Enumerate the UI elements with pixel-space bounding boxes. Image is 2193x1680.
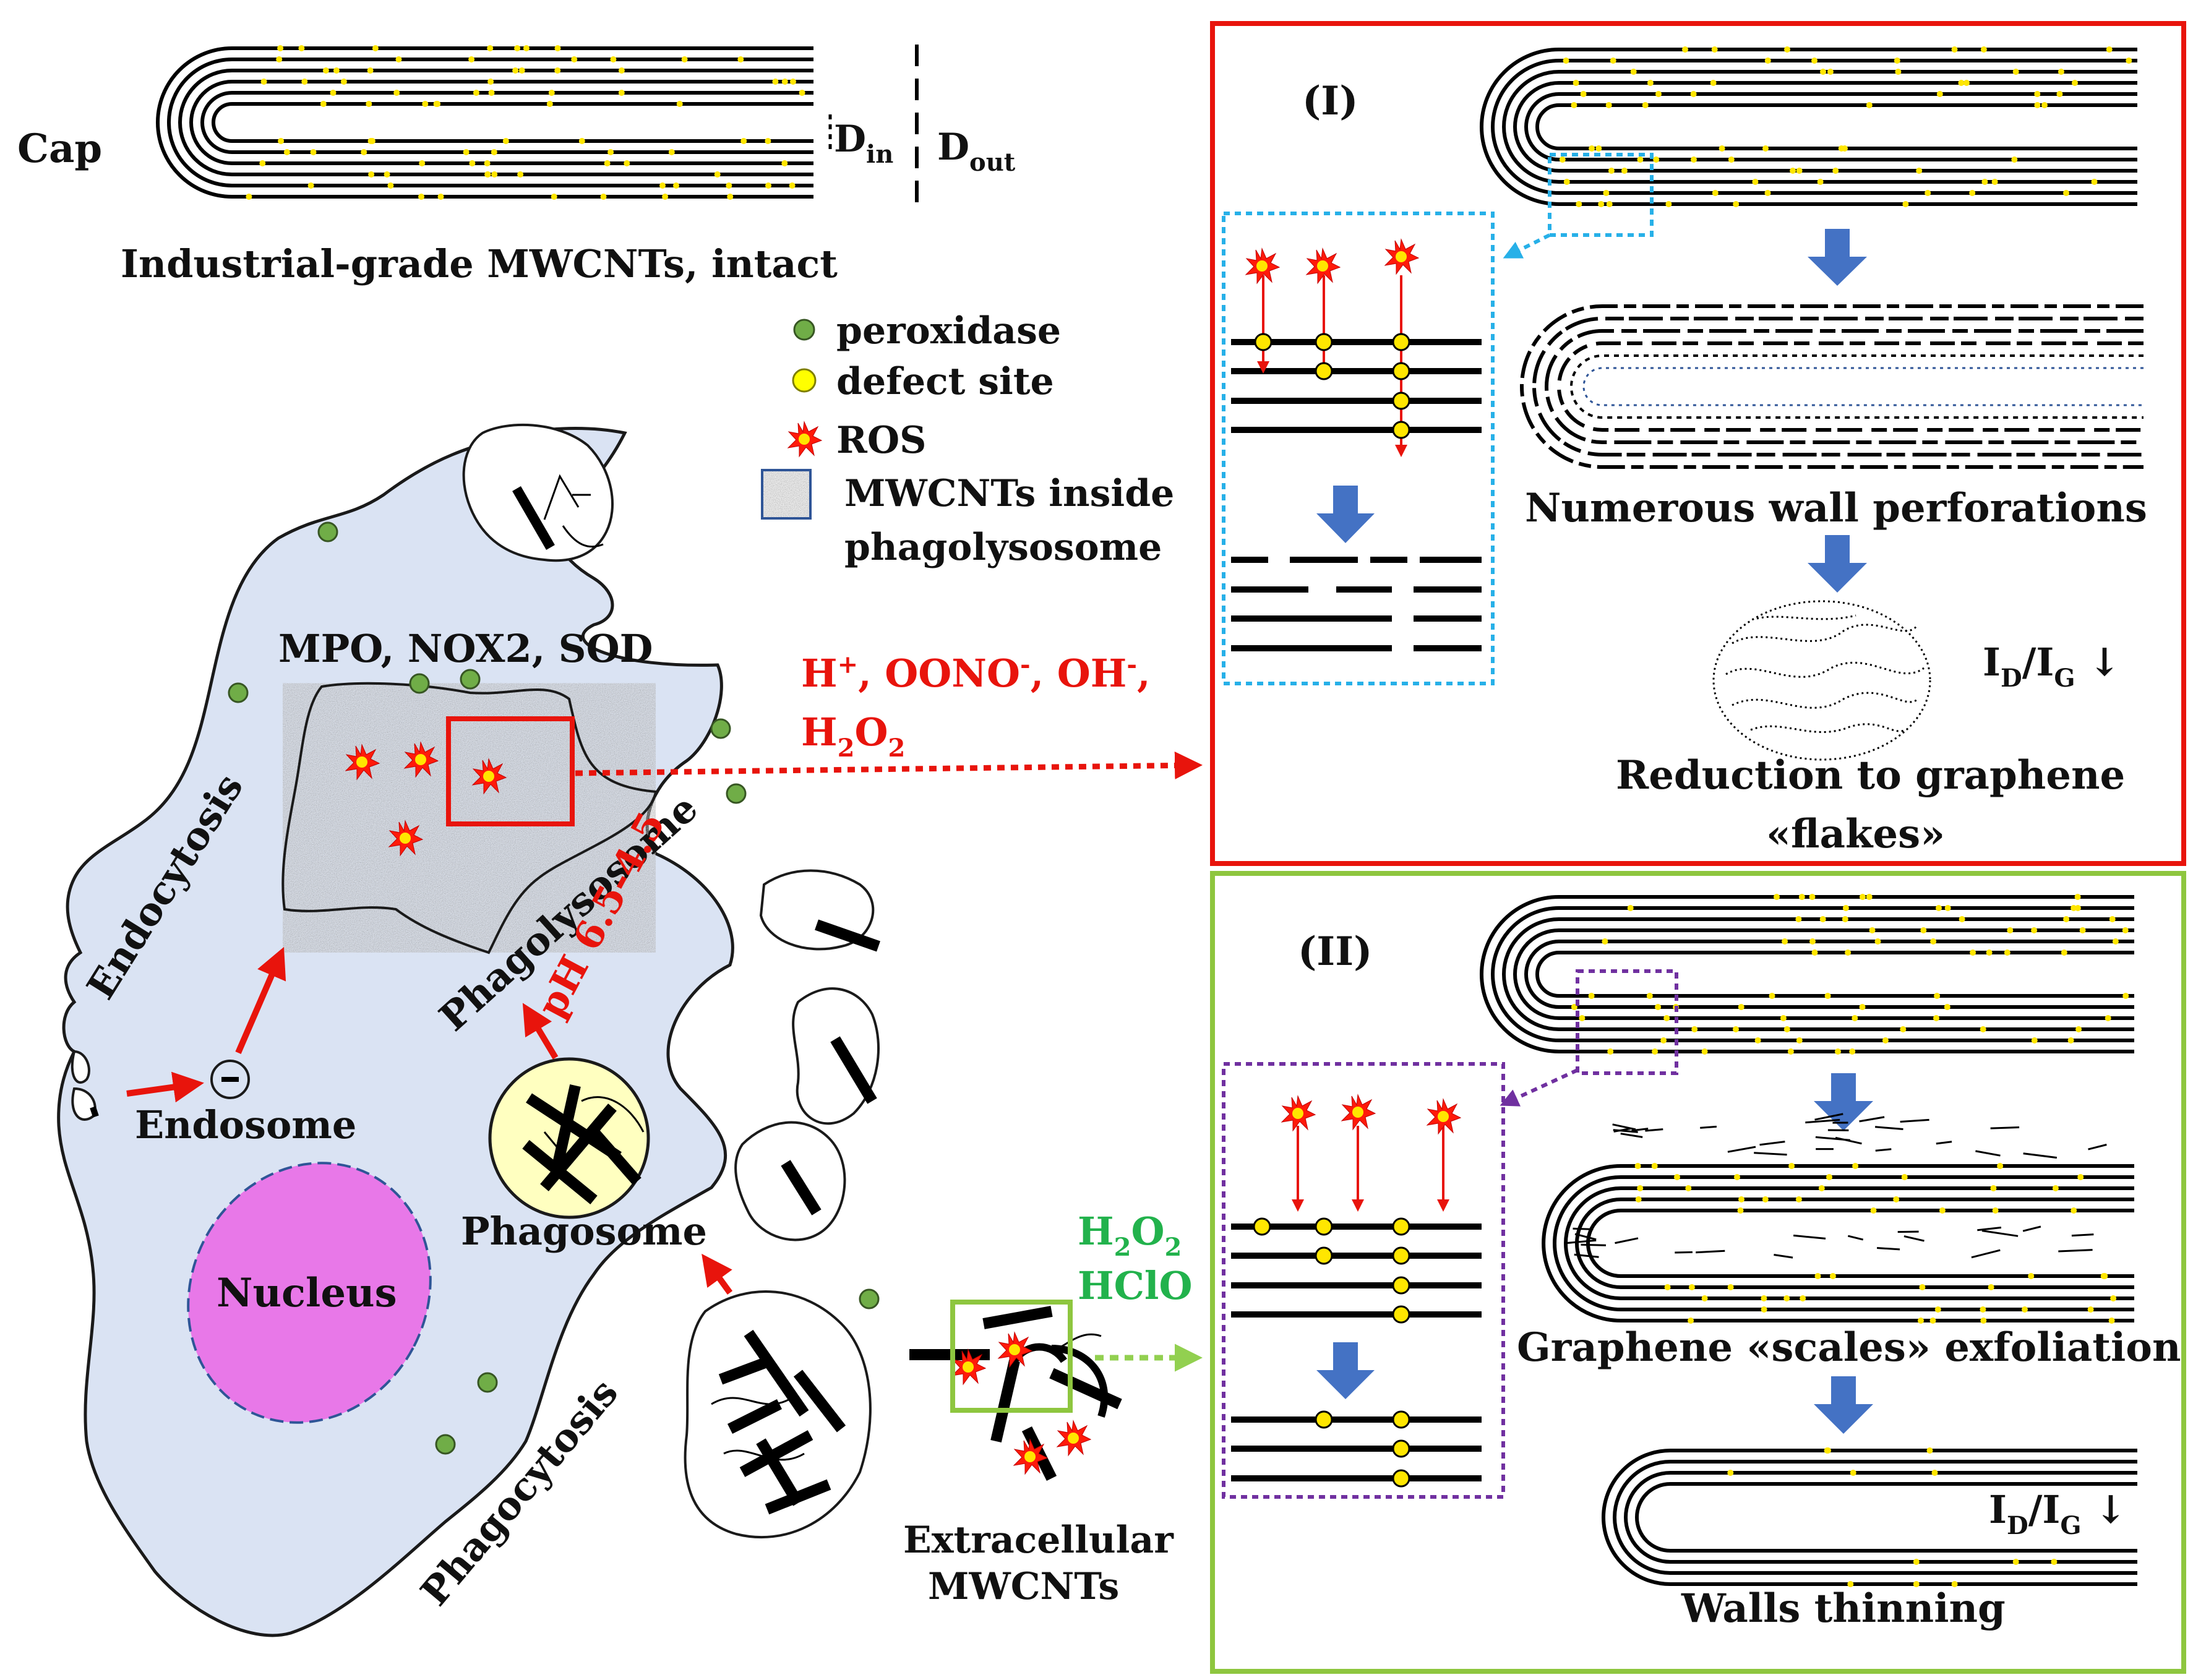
legend-mwcnt-line1: MWCNTs inside <box>844 472 1174 515</box>
peroxidase-icon <box>793 319 815 341</box>
exfoliation-caption: Graphene «scales» exfoliation <box>1517 1324 2181 1371</box>
perforations-caption: Numerous wall perforations <box>1525 485 2147 531</box>
intact-caption: Industrial-grade MWCNTs, intact <box>121 241 838 286</box>
trafficking-arrows <box>126 946 733 1295</box>
down-arrow-2a <box>1814 1073 1873 1131</box>
reduction-caption-2: «flakes» <box>1766 811 1945 857</box>
thinning-caption: Walls thinning <box>1681 1585 2006 1632</box>
endosome-label: Endosome <box>135 1102 356 1147</box>
enzymes-label: MPO, NOX2, SOD <box>278 626 653 671</box>
down-arrow-zoom-2 <box>1316 1342 1375 1399</box>
thin-tube <box>1602 1447 2137 1587</box>
down-arrow-zoom-1 <box>1316 486 1375 543</box>
species-line1: H+, OONO-, OH-, <box>801 650 1151 696</box>
green-species-1: H2O2 <box>1078 1209 1182 1262</box>
reduction-caption-1: Reduction to graphene <box>1616 752 2125 799</box>
extracellular-label-2: MWCNTs <box>928 1565 1119 1608</box>
nucleus <box>187 1162 432 1424</box>
panel-2-label: (II) <box>1298 928 1372 975</box>
panel-2-zoom-before <box>1231 1094 1482 1324</box>
panel-1-zoom-box <box>1222 212 1495 685</box>
extracellular-mwcnts <box>909 1300 1122 1481</box>
panel-1-zoom-after <box>1231 557 1482 651</box>
legend-defect: defect site <box>836 360 1054 403</box>
down-arrow-1b <box>1808 535 1867 593</box>
graphene-flakes <box>1712 600 1931 761</box>
d-in-label: Din <box>834 118 893 169</box>
green-species-2: HClO <box>1078 1263 1193 1308</box>
perforated-tube <box>1520 304 2144 469</box>
to-panel-1-arrow <box>575 751 1203 779</box>
legend-ros: ROS <box>836 419 926 462</box>
membrane-peroxidases <box>228 521 880 1455</box>
phagosome-label: Phagosome <box>461 1209 707 1254</box>
nucleus-label: Nucleus <box>217 1270 397 1316</box>
phagosome <box>488 1057 650 1219</box>
d-out-label: Dout <box>937 126 1016 177</box>
ros-icon <box>788 421 822 457</box>
id-ig-1: ID/IG ↓ <box>1983 640 2121 693</box>
down-arrow-1a <box>1808 229 1867 286</box>
species-line2: H2O2 <box>801 709 905 763</box>
panel-1-tube <box>1480 46 2137 237</box>
legend-peroxidase: peroxidase <box>836 309 1061 353</box>
panel-2 <box>1210 871 2186 1674</box>
panel-1 <box>1210 21 2186 866</box>
legend-mwcnt-line2: phagolysosome <box>844 526 1162 569</box>
defect-site-icon <box>792 368 817 393</box>
panel-2-zoom-box <box>1222 1062 1505 1499</box>
exfoliating-tube <box>1542 1113 2134 1324</box>
legend: peroxidase defect site ROS MWCNTs inside… <box>761 309 1174 569</box>
phagolysosome <box>281 669 658 954</box>
panel-1-label: (I) <box>1302 78 1358 124</box>
cap-label: Cap <box>17 126 102 172</box>
down-arrow-2b <box>1814 1376 1873 1434</box>
id-ig-2: ID/IG ↓ <box>1989 1487 2127 1540</box>
extracellular-label-1: Extracellular <box>903 1519 1174 1562</box>
panel-2-tube <box>1480 894 2134 1075</box>
intact-mwcnt-tube <box>156 45 813 200</box>
phagolysosome-icon <box>761 469 812 520</box>
panel-1-zoom-before <box>1231 239 1482 457</box>
panel-2-zoom-after <box>1231 1410 1482 1488</box>
